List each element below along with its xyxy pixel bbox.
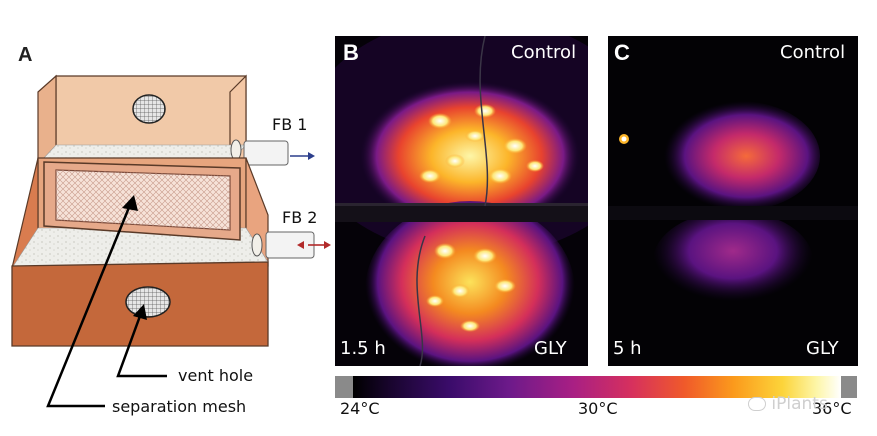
panel-c-letter: C	[614, 40, 630, 65]
panel-a-letter: A	[18, 44, 33, 66]
colorbar-tick-max: 36°C	[812, 399, 852, 418]
two-chamber-box-diagram	[11, 74, 331, 408]
divider-c	[608, 206, 858, 220]
wechat-icon	[748, 397, 766, 411]
watermark: iPlants	[748, 394, 828, 414]
fb1-arrow	[308, 152, 315, 160]
fb2-tube	[265, 231, 315, 259]
panel-c-control-label: Control	[780, 42, 846, 63]
panel-b-letter: B	[343, 40, 359, 65]
temperature-colorbar	[335, 376, 857, 398]
fb2-label: FB 2	[282, 208, 318, 227]
separation-mesh-label: separation mesh	[112, 397, 247, 416]
colorbar-tick-min: 24°C	[340, 399, 380, 418]
divider-b	[335, 206, 588, 222]
panel-b-control-label: Control	[511, 42, 577, 63]
panel-c-time: 5 h	[613, 338, 642, 359]
separation-mesh-pointer	[46, 204, 132, 408]
colorbar-gradient	[353, 376, 841, 398]
thermal-image-c	[608, 36, 858, 366]
fb2-arrow	[297, 241, 304, 249]
vent-hole-label: vent hole	[178, 366, 254, 385]
front-vent-hole	[125, 286, 171, 318]
panel-b-gly-label: GLY	[534, 338, 567, 359]
watermark-text: iPlants	[771, 394, 828, 414]
back-vent-hole	[132, 94, 166, 124]
fb1-label: FB 1	[272, 115, 308, 134]
thermal-image-b	[335, 36, 588, 366]
panel-c-gly-label: GLY	[806, 338, 839, 359]
vent-hole-pointer	[116, 315, 167, 378]
fb1-tube	[243, 140, 289, 166]
colorbar-tick-mid: 30°C	[578, 399, 618, 418]
panel-b-time: 1.5 h	[340, 338, 386, 359]
